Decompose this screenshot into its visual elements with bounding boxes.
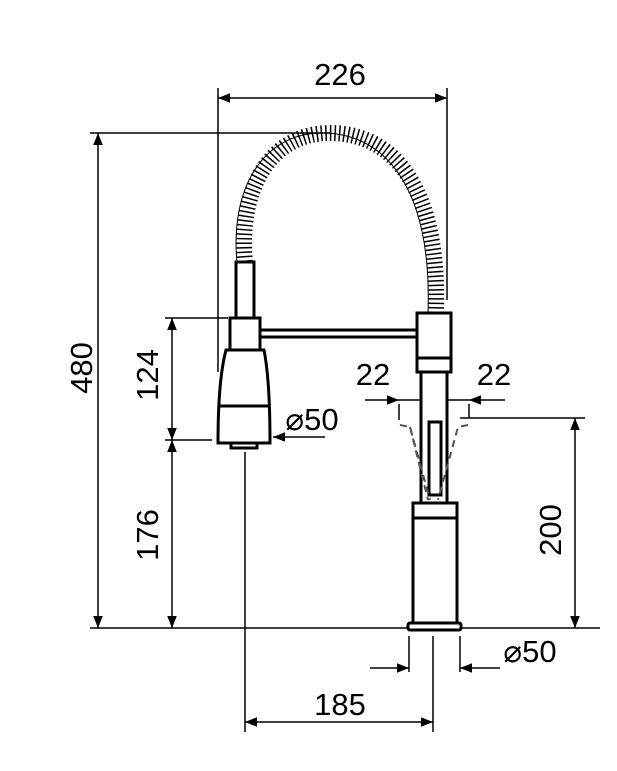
swivel-range <box>399 424 469 501</box>
dim-124: 124 <box>130 349 165 401</box>
dim-176: 176 <box>130 509 165 561</box>
dim-spray-diameter: ⌀50 <box>285 402 338 437</box>
faucet <box>216 124 469 632</box>
dim-22-right: 22 <box>477 357 511 392</box>
spray-head <box>216 348 272 445</box>
connecting-bar <box>258 328 420 339</box>
dim-22-left: 22 <box>356 357 390 392</box>
dim-base-diameter: ⌀50 <box>503 634 556 669</box>
spray-head-collar <box>228 316 262 352</box>
dim-185: 185 <box>314 687 366 722</box>
dim-200: 200 <box>533 504 568 556</box>
spout-top <box>415 311 453 374</box>
base-body <box>411 501 459 625</box>
spring-hose <box>236 124 445 314</box>
dim-226: 226 <box>314 57 366 92</box>
dim-480: 480 <box>64 342 99 394</box>
base-plate <box>406 621 463 632</box>
